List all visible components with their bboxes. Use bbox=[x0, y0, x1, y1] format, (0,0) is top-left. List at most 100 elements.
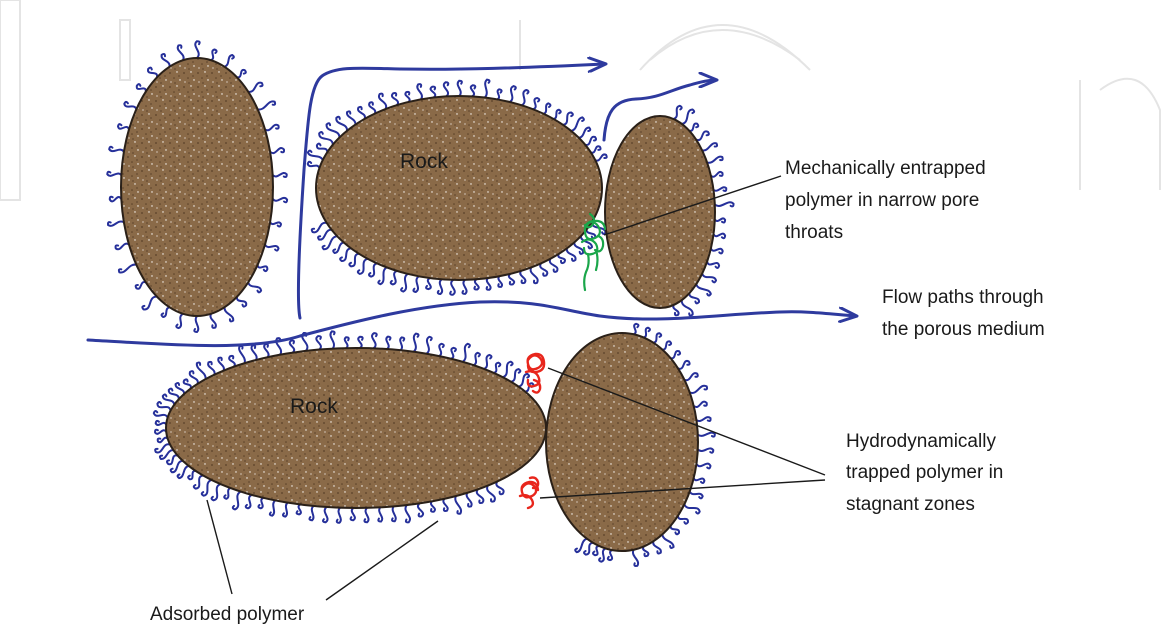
polymer-strand bbox=[540, 263, 547, 275]
polymer-strand bbox=[167, 455, 178, 464]
polymer-strand bbox=[358, 107, 365, 119]
polymer-strand bbox=[439, 344, 444, 356]
polymer-strand bbox=[195, 41, 199, 58]
polymer-strand bbox=[653, 541, 661, 553]
polymer-strand bbox=[644, 328, 650, 338]
polymer-strand bbox=[154, 411, 168, 418]
polymer-strand bbox=[323, 236, 338, 249]
polymer-strand bbox=[169, 389, 179, 400]
polymer-strand bbox=[498, 276, 502, 287]
polymer-strand bbox=[317, 144, 327, 153]
polymer-strand bbox=[413, 276, 418, 292]
polymer-strand bbox=[571, 117, 584, 131]
polymer-strand bbox=[316, 336, 321, 349]
polymer-strand bbox=[379, 94, 386, 110]
polymer-strand bbox=[176, 314, 183, 328]
polymer-strand bbox=[702, 143, 717, 150]
polymer-strand bbox=[574, 243, 583, 254]
polymer-strand bbox=[563, 113, 573, 125]
polymer-strand bbox=[690, 492, 703, 499]
polymer-strand bbox=[265, 245, 279, 251]
polymer-strand bbox=[323, 507, 328, 522]
polymer-strand bbox=[312, 223, 327, 233]
polymer-strand bbox=[336, 117, 347, 131]
polymer-strand bbox=[110, 197, 122, 202]
leader-line-adsorbed-right bbox=[326, 521, 438, 600]
annotation-flow: Flow paths through the porous medium bbox=[882, 287, 1049, 340]
polymer-strand bbox=[462, 280, 466, 294]
polymer-strand bbox=[258, 498, 263, 509]
polymer-strand bbox=[369, 263, 377, 276]
polymer-strand bbox=[698, 433, 715, 437]
polymer-strand bbox=[405, 92, 409, 102]
polymer-strand bbox=[484, 355, 491, 369]
polymer-strand bbox=[333, 243, 344, 254]
polymer-strand bbox=[509, 274, 514, 285]
rock-grains bbox=[121, 58, 715, 551]
polymer-strand bbox=[487, 278, 491, 290]
polymer-strand bbox=[474, 279, 478, 289]
polymer-strand bbox=[684, 373, 697, 380]
polymer-strand bbox=[248, 282, 261, 292]
polymer-strand bbox=[137, 84, 146, 92]
polymer-strand bbox=[595, 154, 606, 160]
polymer-strand bbox=[494, 363, 501, 373]
rock-label: Rock bbox=[400, 150, 448, 173]
polymer-strand bbox=[671, 351, 680, 358]
polymer-strand bbox=[678, 361, 690, 369]
polymer-strand bbox=[392, 93, 398, 105]
polymer-strand bbox=[702, 274, 716, 283]
polymer-strand bbox=[188, 471, 195, 480]
annotation-line: Adsorbed polymer bbox=[150, 604, 305, 625]
polymer-strand bbox=[608, 550, 612, 560]
polymer-strand bbox=[400, 337, 404, 350]
polymer-strand bbox=[237, 70, 246, 77]
polymer-strand bbox=[689, 293, 699, 303]
polymer-strand bbox=[330, 331, 334, 348]
polymer-strand bbox=[308, 151, 323, 160]
polymer-strand bbox=[270, 500, 275, 515]
rock-grain bbox=[316, 96, 602, 280]
polymer-strand bbox=[678, 516, 688, 524]
polymer-strand bbox=[443, 499, 447, 511]
polymer-strand bbox=[248, 83, 262, 92]
polymer-strand bbox=[218, 358, 224, 371]
annotation-line: the porous medium bbox=[882, 319, 1045, 340]
polymer-strand bbox=[297, 505, 301, 515]
polymer-strand bbox=[124, 102, 136, 109]
polymer-strand bbox=[444, 82, 448, 96]
polymer-strand bbox=[273, 198, 287, 202]
polymer-strand bbox=[372, 333, 377, 348]
polymer-strand bbox=[116, 244, 129, 250]
polymer-strand bbox=[689, 124, 698, 131]
polymer-strand bbox=[599, 548, 605, 561]
polymer-strand bbox=[327, 123, 340, 137]
polymer-strand bbox=[431, 501, 435, 511]
polymer-strand bbox=[487, 486, 495, 502]
polymer-strand bbox=[643, 547, 648, 557]
polymer-strand bbox=[694, 402, 707, 407]
polymer-strand bbox=[190, 371, 198, 384]
polymer-strand bbox=[148, 68, 157, 78]
polymer-strand bbox=[653, 333, 661, 343]
polymer-strand bbox=[431, 87, 436, 98]
polymer-strand bbox=[197, 363, 206, 380]
polymer-strand bbox=[463, 344, 470, 362]
polymer-strand bbox=[662, 534, 673, 548]
polymer-strand bbox=[251, 345, 256, 360]
polymer-strand bbox=[520, 271, 525, 283]
polymer-strand bbox=[162, 307, 170, 317]
polymer-strand bbox=[634, 324, 639, 335]
polymer-strand bbox=[378, 507, 382, 521]
polymer-strand bbox=[497, 89, 501, 99]
polymer-strand bbox=[246, 495, 252, 508]
polymer-strand bbox=[707, 262, 719, 268]
polymer-strand bbox=[391, 271, 397, 285]
polymer-strand bbox=[109, 147, 124, 152]
polymer-strand bbox=[210, 314, 215, 328]
polymer-strand bbox=[544, 103, 551, 113]
polymer-strand bbox=[438, 279, 442, 294]
polymer-strand bbox=[698, 448, 714, 452]
polymer-strand bbox=[239, 346, 245, 363]
